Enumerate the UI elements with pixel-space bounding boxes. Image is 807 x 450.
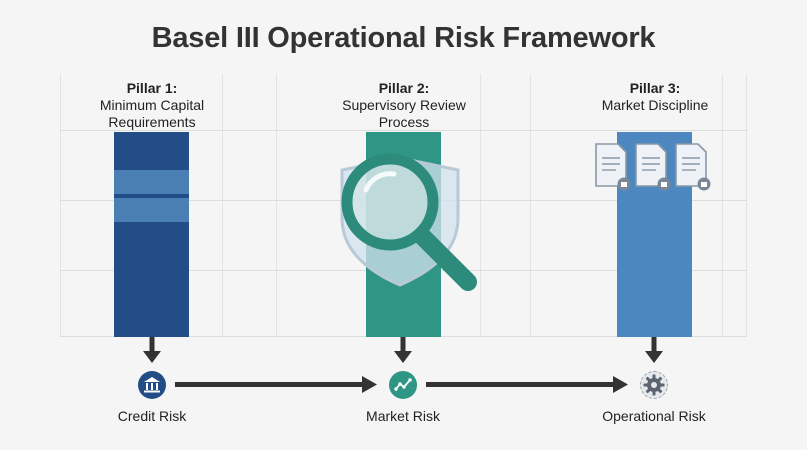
pillar-2-desc-line2: Process: [378, 114, 430, 130]
pillar-2-name: Pillar 2:: [378, 80, 430, 96]
pillar-3-heading: Pillar 3: Market Discipline: [545, 80, 765, 114]
magnifying-glass-icon: [341, 153, 477, 291]
pillar-3-down-arrow: [645, 337, 663, 363]
pillar-1-down-arrow: [143, 337, 161, 363]
locked-document-icon: [635, 143, 671, 191]
operational-risk-node: [640, 371, 668, 399]
pillar-1-stripe-upper: [114, 170, 189, 194]
connector-market-to-operational: [426, 382, 616, 387]
diagram-title: Basel III Operational Risk Framework: [151, 22, 656, 54]
trend-line-icon: [394, 378, 412, 391]
connector-credit-to-market: [175, 382, 365, 387]
pillar-2-down-arrow: [394, 337, 412, 363]
pillar-3-illustration: [595, 143, 711, 191]
operational-risk-label: Operational Risk: [602, 408, 706, 424]
pillar-1-bar: [114, 132, 189, 337]
pillar-2-illustration: [340, 153, 477, 291]
connector-credit-to-market-arrowhead: [362, 376, 377, 393]
market-risk-label: Market Risk: [366, 408, 440, 424]
pillar-1-name: Pillar 1:: [126, 80, 178, 96]
pillar-2-desc-line1: Supervisory Review: [342, 97, 466, 113]
pillar-1-desc-line1: Minimum Capital: [99, 97, 205, 113]
pillar-3-name: Pillar 3:: [629, 80, 681, 96]
credit-risk-node: [138, 371, 166, 399]
pillar-1-heading: Pillar 1: Minimum Capital Requirements: [42, 80, 262, 131]
locked-document-icon: [595, 143, 631, 191]
pillar-1-desc-line2: Requirements: [108, 114, 196, 130]
connector-market-to-operational-arrowhead: [613, 376, 628, 393]
pillar-2-heading: Pillar 2: Supervisory Review Process: [294, 80, 514, 131]
bank-icon: [144, 377, 160, 393]
pillar-1-stripe-lower: [114, 198, 189, 222]
locked-document-icon: [675, 143, 711, 191]
credit-risk-label: Credit Risk: [117, 408, 187, 424]
pillar-3-desc-line1: Market Discipline: [601, 97, 709, 113]
market-risk-node: [389, 371, 417, 399]
gear-icon: [643, 374, 665, 396]
